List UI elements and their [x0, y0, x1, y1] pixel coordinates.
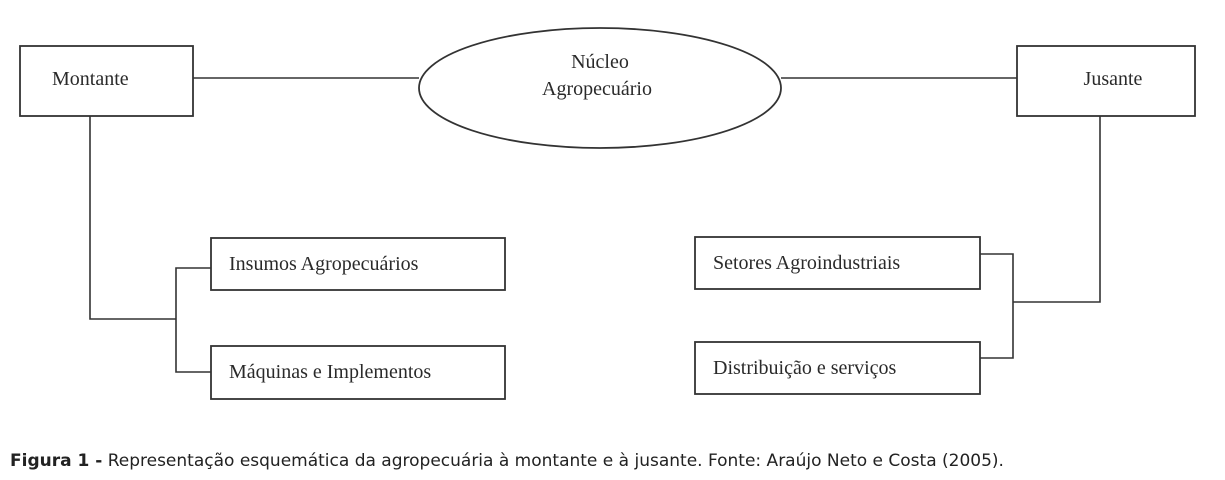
caption-label: Figura 1 - [10, 451, 103, 471]
connector-jusante-branches [980, 253, 1014, 359]
jusante-box [1016, 45, 1196, 117]
maquinas-label: Máquinas e Implementos [229, 361, 431, 383]
distribuicao-label: Distribuição e serviços [713, 357, 896, 379]
insumos-label: Insumos Agropecuários [229, 253, 419, 275]
connector-montante-branches [175, 267, 211, 373]
montante-box [19, 45, 194, 117]
montante-label: Montante [52, 68, 129, 90]
maquinas-box [210, 345, 506, 400]
jusante-label: Jusante [1084, 68, 1143, 90]
setores-label: Setores Agroindustriais [713, 252, 900, 274]
connector-jusante-tree [1013, 116, 1101, 303]
insumos-box [210, 237, 506, 291]
setores-box [694, 236, 981, 290]
figure-caption: Figura 1 - Representação esquemática da … [10, 451, 1004, 471]
caption-text: Representação esquemática da agropecuári… [102, 451, 1004, 471]
connector-montante-tree [89, 116, 176, 320]
diagram-canvas: Montante Núcleo Agropecuário Jusante Ins… [19, 27, 1196, 400]
distribuicao-box [694, 341, 981, 395]
nucleo-label-line1: Núcleo [571, 51, 629, 73]
nucleo-label-line2: Agropecuário [542, 78, 652, 100]
nucleo-ellipse [418, 27, 782, 149]
